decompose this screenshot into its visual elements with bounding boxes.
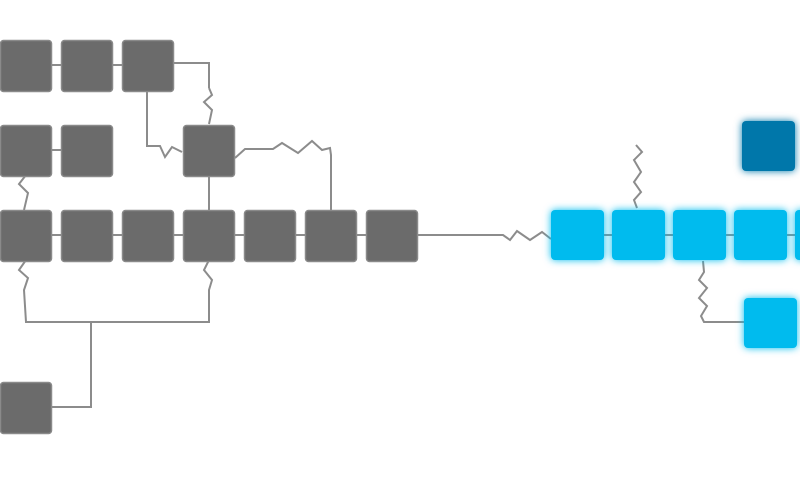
inactive-node[interactable]	[0, 381, 53, 435]
active-node[interactable]	[673, 210, 726, 260]
node-body	[612, 210, 665, 260]
node-body	[121, 209, 175, 263]
spring-connector	[632, 144, 644, 209]
connector-line	[174, 62, 210, 88]
inactive-node[interactable]	[304, 209, 358, 263]
connector-line	[52, 322, 92, 408]
active-node[interactable]	[744, 298, 797, 348]
node-body	[60, 209, 114, 263]
connectors	[17, 62, 795, 408]
node-body	[121, 39, 175, 93]
inactive-node[interactable]	[0, 124, 53, 178]
node-body	[0, 209, 53, 263]
inactive-node[interactable]	[60, 209, 114, 263]
spring-connector	[17, 174, 30, 211]
inactive-node[interactable]	[121, 209, 175, 263]
node-body	[304, 209, 358, 263]
node-body	[182, 209, 236, 263]
spring-connector	[234, 139, 332, 210]
node-body	[0, 124, 53, 178]
inactive-node[interactable]	[182, 209, 236, 263]
inactive-node[interactable]	[0, 209, 53, 263]
node-body	[60, 39, 114, 93]
spring-connector	[202, 87, 214, 125]
active-node[interactable]	[795, 210, 800, 260]
inactive-node[interactable]	[60, 39, 114, 93]
inactive-node[interactable]	[365, 209, 419, 263]
node-body	[744, 298, 797, 348]
node-body	[551, 210, 604, 260]
active-node[interactable]	[551, 210, 604, 260]
node-body	[182, 124, 236, 178]
node-body	[60, 124, 114, 178]
spring-connector	[418, 229, 552, 242]
nodes	[0, 39, 800, 435]
inactive-node[interactable]	[243, 209, 297, 263]
node-body	[0, 381, 53, 435]
node-body	[742, 121, 795, 171]
spring-connector	[17, 259, 214, 323]
node-body	[0, 39, 53, 93]
inactive-node[interactable]	[182, 124, 236, 178]
spring-connector	[146, 90, 183, 160]
spring-connector	[697, 260, 744, 323]
inactive-node[interactable]	[121, 39, 175, 93]
node-body	[243, 209, 297, 263]
node-body	[795, 210, 800, 260]
node-body	[365, 209, 419, 263]
inactive-node[interactable]	[0, 39, 53, 93]
active-selected-node[interactable]	[742, 121, 795, 171]
inactive-node[interactable]	[60, 124, 114, 178]
active-node[interactable]	[612, 210, 665, 260]
node-body	[734, 210, 787, 260]
active-node[interactable]	[734, 210, 787, 260]
node-body	[673, 210, 726, 260]
